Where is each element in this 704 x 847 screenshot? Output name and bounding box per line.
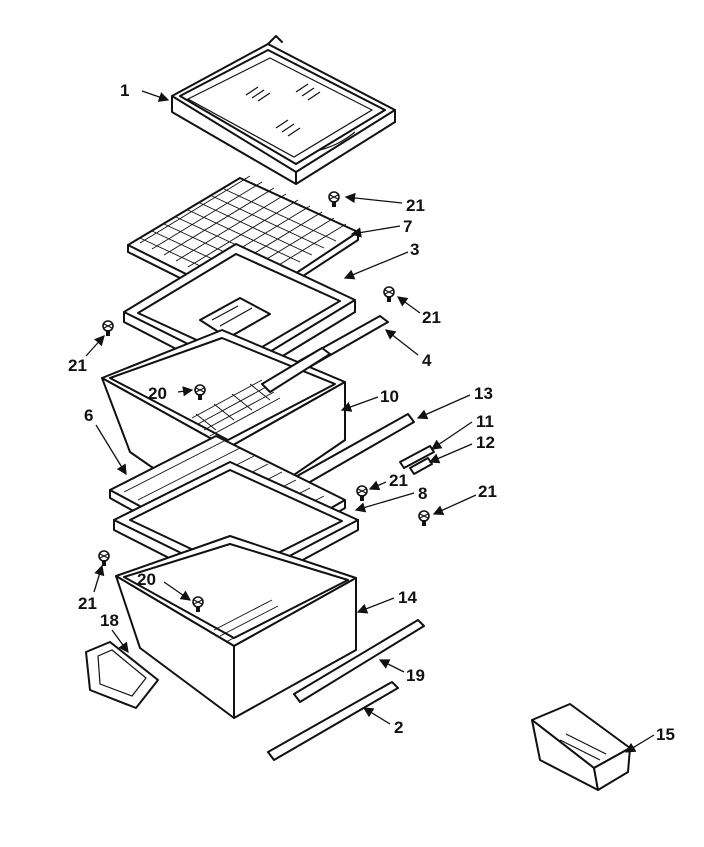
callout-2: 2 (394, 718, 403, 737)
callout-21-left: 21 (68, 356, 87, 375)
callout-21-mid: 21 (389, 471, 408, 490)
callout-13: 13 (474, 384, 493, 403)
callout-21-right: 21 (422, 308, 441, 327)
rail-part-2 (267, 681, 399, 761)
leader-lines (85, 90, 655, 753)
glass-shelf-part-1 (171, 35, 396, 185)
callout-15: 15 (656, 725, 675, 744)
callout-12: 12 (476, 433, 495, 452)
callout-7: 7 (403, 217, 412, 236)
clip-21-left (102, 320, 114, 337)
callout-18: 18 (100, 611, 119, 630)
callout-20-lower: 20 (137, 570, 156, 589)
callout-10: 10 (380, 387, 399, 406)
callout-14: 14 (398, 588, 417, 607)
callout-3: 3 (410, 240, 419, 259)
clip-21-lower-left (98, 550, 110, 567)
rail-part-19 (293, 619, 425, 703)
callout-6: 6 (84, 406, 93, 425)
callout-4: 4 (422, 351, 432, 370)
callout-21-lower-right: 21 (478, 482, 497, 501)
callout-8: 8 (418, 484, 427, 503)
callout-21-lower-left: 21 (78, 594, 97, 613)
clip-21-lower-right (418, 510, 430, 527)
callout-1: 1 (120, 81, 129, 100)
bin-part-15 (531, 703, 631, 791)
clip-part-11 (399, 445, 435, 469)
clip-part-12 (409, 457, 433, 475)
clip-21-top (328, 191, 340, 208)
clip-21-right (383, 286, 395, 303)
callout-19: 19 (406, 666, 425, 685)
callout-11: 11 (476, 412, 494, 431)
callout-20-upper: 20 (148, 384, 167, 403)
panel-part-18 (85, 641, 159, 709)
crisper-drawer-part-14 (115, 535, 357, 719)
callout-21-top: 21 (406, 196, 425, 215)
clip-21-mid (356, 485, 368, 502)
